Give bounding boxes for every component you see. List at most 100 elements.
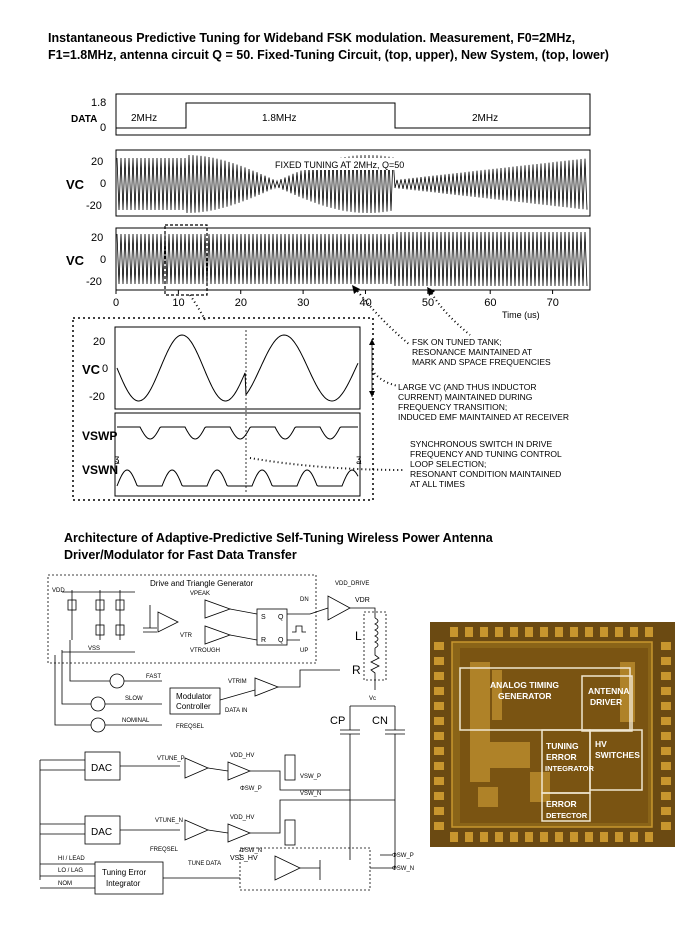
comparator-peak [205, 600, 230, 618]
bond-pad [661, 747, 671, 755]
bond-pad [434, 822, 444, 830]
svg-text:TUNE DATA: TUNE DATA [188, 861, 221, 867]
svg-text:Tuning Error: Tuning Error [102, 868, 147, 877]
bond-pad [615, 832, 623, 842]
bond-pad [661, 807, 671, 815]
cn-label: CN [372, 715, 388, 727]
svg-text:VDD: VDD [52, 588, 65, 594]
bond-pad [434, 702, 444, 710]
svg-text:VSS_HV: VSS_HV [230, 855, 258, 862]
vc-tick-20-upper: 20 [91, 156, 103, 168]
annotation-3-line-5: AT ALL TIMES [410, 479, 465, 489]
bond-pad [555, 627, 563, 637]
hv-driver-n [228, 824, 250, 842]
bond-pad [661, 717, 671, 725]
title-line-1: Instantaneous Predictive Tuning for Wide… [48, 30, 688, 47]
bond-pad [434, 657, 444, 665]
svg-text:Vc: Vc [369, 696, 376, 702]
bond-pad [555, 832, 563, 842]
bond-pad [585, 627, 593, 637]
bond-pad [480, 832, 488, 842]
title-line-2: F1=1.8MHz, antenna circuit Q = 50. Fixed… [48, 47, 688, 64]
comparator-trough [205, 626, 230, 644]
bond-pad [661, 702, 671, 710]
error-detector-comparator [275, 856, 300, 880]
x-axis-label: Time (us) [502, 310, 540, 320]
bond-pad [434, 672, 444, 680]
svg-text:FAST: FAST [146, 674, 161, 680]
hv-driver-p [228, 762, 250, 780]
bond-pad [630, 832, 638, 842]
x-tick-label: 30 [297, 297, 309, 309]
opamp-buffer [158, 612, 178, 632]
annotation-1-line-1: FSK ON TUNED TANK; [412, 337, 502, 347]
bond-pad [525, 832, 533, 842]
arch-title-line-1: Architecture of Adaptive-Predictive Self… [64, 530, 584, 547]
segment-label-3: 2MHz [472, 113, 498, 124]
bond-pad [434, 717, 444, 725]
chip-label-error-1: ERROR [546, 799, 577, 809]
resistor-r [371, 648, 379, 690]
bond-pad [615, 627, 623, 637]
svg-text:VTUNE_P: VTUNE_P [157, 756, 185, 762]
vc-tick-m20-lower: -20 [86, 276, 102, 288]
svg-text:VSW_N: VSW_N [300, 791, 321, 797]
svg-text:VDD_HV: VDD_HV [230, 753, 254, 759]
chip-label-hv-2: SWITCHES [595, 750, 640, 760]
zoom-tick-m20: -20 [89, 391, 105, 403]
break-mark-left: ʓ [114, 454, 120, 465]
chip-label-analog-1: ANALOG TIMING [490, 680, 559, 690]
svg-text:DATA IN: DATA IN [225, 708, 247, 714]
zoom-vc-label: VC [82, 362, 101, 377]
svg-text:Q: Q [278, 637, 284, 644]
vc-tick-0-lower: 0 [100, 254, 106, 266]
bond-pad [434, 792, 444, 800]
bond-pad [570, 832, 578, 842]
chip-label-hv-1: HV [595, 739, 607, 749]
bond-pad [434, 777, 444, 785]
data-tick-high: 1.8 [91, 97, 106, 109]
inductor-label: L [355, 629, 362, 643]
svg-text:VSS: VSS [88, 646, 100, 652]
svg-text:VTUNE_N: VTUNE_N [155, 818, 183, 824]
bond-pad [600, 832, 608, 842]
svg-text:VDR: VDR [355, 597, 370, 604]
bond-pad [661, 792, 671, 800]
chip-label-error-2: DETECTOR [546, 811, 588, 820]
svg-text:NOM: NOM [58, 881, 72, 887]
bond-pad [434, 642, 444, 650]
vc-tick-m20-upper: -20 [86, 200, 102, 212]
vc-tick-20-lower: 20 [91, 232, 103, 244]
current-source-nominal [91, 718, 105, 732]
tune-amp-p [185, 758, 208, 778]
annotation-1-line-2: RESONANCE MAINTAINED AT [412, 347, 532, 357]
svg-text:VSW_P: VSW_P [300, 774, 321, 780]
bond-pad [661, 762, 671, 770]
svg-text:ΦSW_P: ΦSW_P [240, 786, 262, 792]
zoom-tick-0: 0 [102, 363, 108, 375]
bond-pad [540, 832, 548, 842]
zoom-vswn-waveform [117, 470, 358, 486]
svg-text:Q: Q [278, 614, 284, 621]
bond-pad [645, 627, 653, 637]
bond-pad [495, 832, 503, 842]
data-tick-low: 0 [100, 122, 106, 134]
svg-text:VTR: VTR [180, 633, 193, 639]
vswn-label: VSWN [82, 463, 118, 477]
chip-label-analog-2: GENERATOR [498, 691, 552, 701]
bond-pad [434, 687, 444, 695]
zoom-inset: VC 20 0 -20 VSWP VSWN ʓ ʓ [73, 318, 375, 500]
vc-label-upper: VC [66, 177, 85, 192]
svg-text:UP: UP [300, 648, 308, 654]
current-source-slow [91, 697, 105, 711]
fixed-tuning-panel: FIXED TUNING AT 2MHz, Q=50 VC 20 0 -20 [66, 150, 590, 216]
bond-pad [450, 832, 458, 842]
bond-pad [450, 627, 458, 637]
x-tick-label: 0 [113, 297, 119, 309]
opamp-trim [255, 678, 278, 696]
annotation-3-line-3: LOOP SELECTION; [410, 459, 486, 469]
data-panel: DATA 1.8 0 2MHz 1.8MHz 2MHz [71, 94, 590, 135]
svg-text:R: R [261, 637, 266, 644]
data-label: DATA [71, 114, 97, 125]
architecture-schematic: Drive and Triangle Generator VDD VSS VPE… [0, 565, 420, 915]
